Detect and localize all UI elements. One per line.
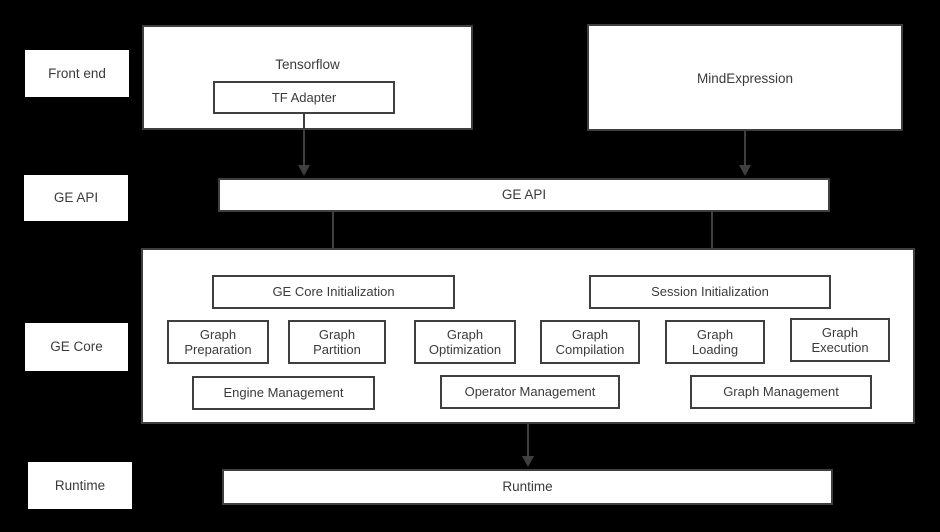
graph-preparation-label: Graph Preparation: [184, 326, 252, 357]
stage-label-runtime: Runtime: [28, 462, 132, 509]
tf-adapter-label: TF Adapter: [271, 89, 337, 105]
graph-optimization-label: Graph Optimization: [428, 326, 502, 357]
tensorflow-container[interactable]: Tensorflow: [142, 25, 473, 130]
graph-management-box[interactable]: Graph Management: [690, 375, 872, 409]
graph-partition-label: Graph Partition: [313, 326, 361, 357]
graph-execution-label: Graph Execution: [811, 324, 869, 355]
mindexpression-container[interactable]: MindExpression: [587, 24, 903, 131]
graph-execution-box[interactable]: Graph Execution: [790, 318, 890, 362]
ge-api-bar[interactable]: GE API: [218, 178, 830, 212]
runtime-bar-label: Runtime: [502, 479, 553, 495]
ge-core-initialization-box[interactable]: GE Core Initialization: [212, 275, 455, 309]
graph-partition-box[interactable]: Graph Partition: [288, 320, 386, 364]
stage-label-ge-api-text: GE API: [53, 190, 99, 206]
stage-label-ge-api: GE API: [24, 175, 128, 221]
runtime-bar[interactable]: Runtime: [222, 469, 833, 505]
connector-mindexpression-to-ge-api-arrowhead: [739, 165, 751, 176]
connector-ge-api-to-session-init-line: [711, 212, 713, 264]
tf-adapter-box[interactable]: TF Adapter: [213, 81, 395, 114]
connector-ge-api-to-ge-core-init-line: [332, 212, 334, 264]
mindexpression-title: MindExpression: [696, 71, 794, 86]
engine-management-label: Engine Management: [223, 385, 344, 401]
session-initialization-box[interactable]: Session Initialization: [589, 275, 831, 309]
connector-mindexpression-to-ge-api-line: [744, 131, 746, 167]
connector-tf-adapter-to-ge-api-arrowhead: [298, 165, 310, 176]
graph-compilation-label: Graph Compilation: [555, 326, 625, 357]
graph-loading-label: Graph Loading: [691, 326, 739, 357]
stage-label-front-end: Front end: [25, 50, 129, 97]
operator-management-label: Operator Management: [464, 384, 596, 400]
graph-management-label: Graph Management: [723, 384, 839, 400]
tensorflow-title: Tensorflow: [275, 57, 340, 72]
graph-preparation-box[interactable]: Graph Preparation: [167, 320, 269, 364]
connector-ge-core-to-runtime-line: [527, 424, 529, 458]
stage-label-ge-core: GE Core: [25, 323, 128, 371]
stage-label-front-end-text: Front end: [48, 65, 106, 81]
stage-label-runtime-text: Runtime: [54, 477, 106, 493]
ge-core-initialization-label: GE Core Initialization: [272, 284, 395, 300]
ge-api-bar-label: GE API: [501, 187, 547, 203]
graph-compilation-box[interactable]: Graph Compilation: [540, 320, 640, 364]
engine-management-box[interactable]: Engine Management: [192, 376, 375, 410]
stage-label-ge-core-text: GE Core: [50, 339, 103, 355]
graph-optimization-box[interactable]: Graph Optimization: [414, 320, 516, 364]
session-initialization-label: Session Initialization: [651, 284, 769, 300]
graph-loading-box[interactable]: Graph Loading: [665, 320, 765, 364]
connector-ge-core-to-runtime-arrowhead: [522, 456, 534, 467]
operator-management-box[interactable]: Operator Management: [440, 375, 620, 409]
connector-tf-adapter-to-ge-api-line: [303, 114, 305, 167]
